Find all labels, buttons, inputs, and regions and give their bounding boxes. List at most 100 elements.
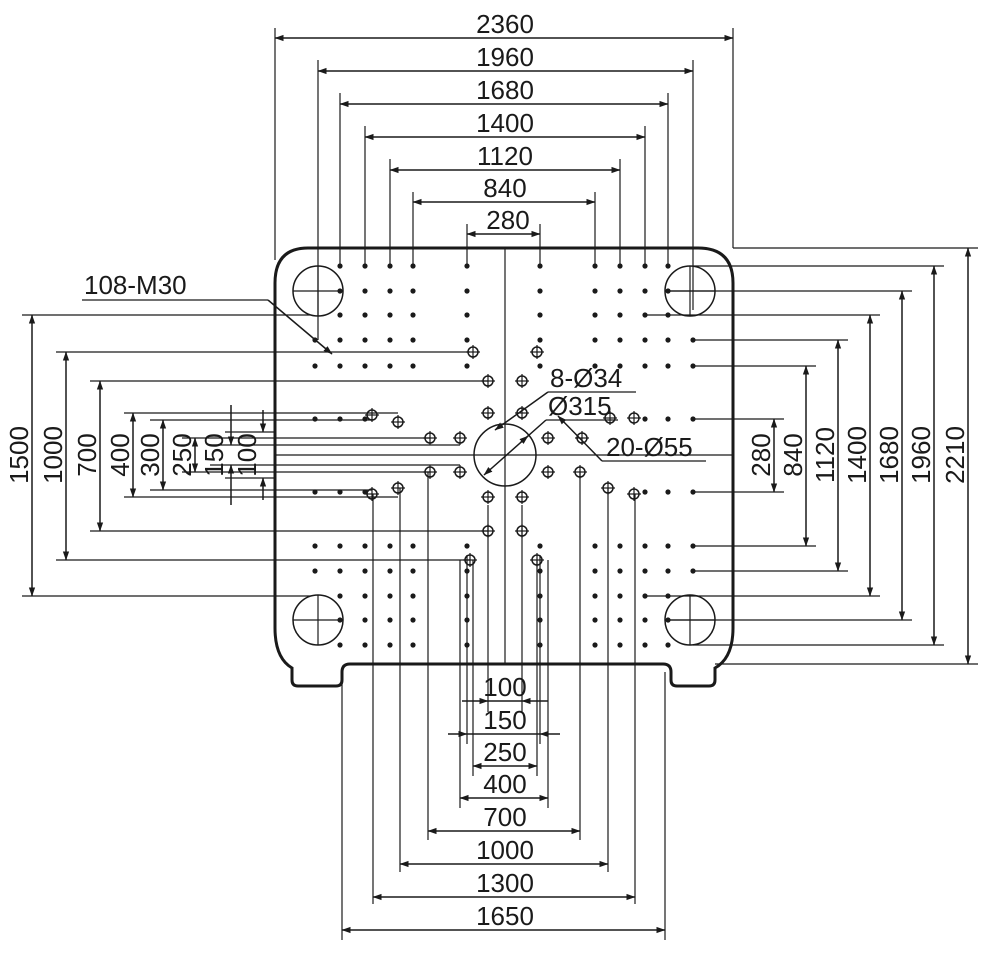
ejector-hole: [391, 481, 405, 495]
ejector-hole: [466, 345, 480, 359]
dim-label-1400: 1400: [842, 426, 872, 484]
tapped-hole: [387, 263, 393, 269]
dim-label-1000: 1000: [476, 835, 534, 865]
tapped-hole: [362, 337, 368, 343]
tapped-hole: [410, 337, 416, 343]
dim-label-840: 840: [483, 173, 526, 203]
dim-label-1400: 1400: [476, 108, 534, 138]
tapped-hole: [592, 593, 598, 599]
tapped-hole: [690, 337, 696, 343]
ejector-hole: [515, 524, 529, 538]
tapped-hole: [617, 617, 623, 623]
dim-label-280: 280: [486, 205, 529, 235]
tapped-hole: [362, 312, 368, 318]
tapped-hole: [642, 416, 648, 422]
tapped-hole: [464, 337, 470, 343]
dim-label-840: 840: [778, 433, 808, 476]
tapped-hole: [690, 568, 696, 574]
ejector-hole: [481, 374, 495, 388]
tapped-hole: [665, 568, 671, 574]
dim-label-1680: 1680: [874, 426, 904, 484]
tapped-hole: [337, 312, 343, 318]
tapped-hole: [617, 642, 623, 648]
ejector-hole: [530, 553, 544, 567]
tapped-hole: [665, 642, 671, 648]
tapped-hole: [665, 593, 671, 599]
dim-label-1300: 1300: [476, 868, 534, 898]
tapped-hole: [387, 593, 393, 599]
tapped-hole: [537, 568, 543, 574]
top-dimensions: 2360 1960 1680 1400 1120 840 280: [274, 9, 734, 340]
tapped-hole: [312, 416, 318, 422]
callout-tapped-holes: 108-M30: [84, 270, 187, 300]
tapped-hole: [362, 416, 368, 422]
tapped-hole: [592, 337, 598, 343]
platen-outline: [273, 246, 735, 688]
ejector-hole: [541, 465, 555, 479]
tapped-hole: [642, 263, 648, 269]
tapped-hole: [592, 288, 598, 294]
tapped-hole: [337, 416, 343, 422]
dim-label-100: 100: [232, 433, 262, 476]
ejector-hole: [463, 553, 477, 567]
tapped-hole: [464, 617, 470, 623]
tapped-hole: [464, 263, 470, 269]
right-dimensions: 280 840 1120 1400 1680 1960 2210: [645, 247, 978, 665]
tapped-hole: [690, 489, 696, 495]
ejector-hole: [627, 487, 641, 501]
tapped-hole: [464, 568, 470, 574]
dim-label-1000: 1000: [38, 426, 68, 484]
tapped-hole: [617, 568, 623, 574]
dim-label-250: 250: [167, 433, 197, 476]
dim-label-1680: 1680: [476, 75, 534, 105]
tapped-hole: [312, 363, 318, 369]
tapped-hole: [665, 263, 671, 269]
tapped-hole: [362, 617, 368, 623]
tapped-hole: [464, 543, 470, 549]
tapped-hole: [337, 263, 343, 269]
callouts: 108-M30 8-Ø34 Ø315 20-Ø55: [82, 270, 706, 476]
ejector-hole: [423, 465, 437, 479]
tapped-hole: [362, 642, 368, 648]
dim-label-2360: 2360: [476, 9, 534, 39]
tapped-hole: [642, 312, 648, 318]
ejector-hole: [453, 431, 467, 445]
tapped-hole: [642, 568, 648, 574]
ejector-hole: [603, 411, 617, 425]
tapped-hole: [592, 263, 598, 269]
tapped-hole: [592, 543, 598, 549]
ejector-hole: [453, 465, 467, 479]
tapped-hole: [387, 337, 393, 343]
tapped-hole: [665, 543, 671, 549]
tapped-hole: [592, 363, 598, 369]
tapped-hole: [410, 543, 416, 549]
dim-label-700: 700: [483, 802, 526, 832]
ejector-hole: [365, 408, 379, 422]
tapped-hole: [537, 593, 543, 599]
tapped-hole: [537, 263, 543, 269]
dim-label-150: 150: [483, 705, 526, 735]
dim-label-1650: 1650: [476, 901, 534, 931]
left-dimensions: 1500 1000 700 400 300 250 150 100: [4, 314, 488, 597]
tapped-hole: [410, 288, 416, 294]
ejector-hole-pattern: [365, 345, 641, 567]
tapped-hole: [410, 642, 416, 648]
callout-ejector-holes: 20-Ø55: [606, 432, 693, 462]
tapped-hole-pattern: [312, 263, 696, 648]
ejector-hole: [391, 415, 405, 429]
bottom-dimensions: 100 150 250 400 700 1000 1300 1650: [341, 472, 666, 940]
ejector-hole: [601, 481, 615, 495]
tapped-hole: [665, 617, 671, 623]
tapped-hole: [617, 363, 623, 369]
tapped-hole: [642, 489, 648, 495]
tapped-hole: [410, 593, 416, 599]
tapped-hole: [617, 543, 623, 549]
tapped-hole: [410, 263, 416, 269]
tapped-hole: [642, 363, 648, 369]
tapped-hole: [387, 568, 393, 574]
tapped-hole: [642, 288, 648, 294]
tapped-hole: [665, 489, 671, 495]
tapped-hole: [387, 543, 393, 549]
ejector-hole: [575, 431, 589, 445]
